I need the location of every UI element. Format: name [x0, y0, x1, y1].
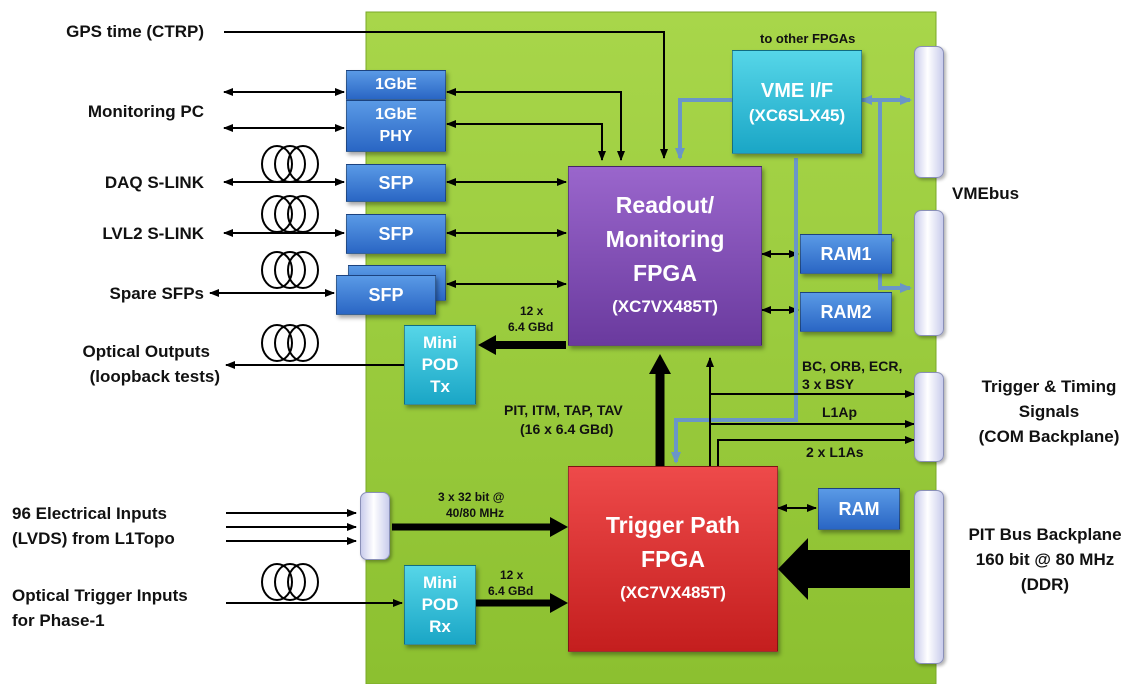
gps-time-arrow	[224, 31, 668, 159]
sfp-lvl2-label: SFP	[378, 223, 414, 244]
minipod-rx-label-3: Rx	[429, 617, 451, 636]
ram-label: RAM	[838, 498, 880, 519]
vme-bus-down	[878, 100, 912, 293]
vmebus-connector-bottom	[914, 210, 944, 336]
minipod-rx-box: Mini POD Rx	[404, 565, 476, 645]
vme-if-box: VME I/F (XC6SLX45)	[732, 50, 862, 154]
elec-rate-label-2: 40/80 MHz	[446, 506, 505, 520]
trigger-label-2: FPGA	[641, 546, 705, 572]
ram2-box: RAM2	[800, 292, 892, 332]
vme-readout-link	[675, 98, 732, 160]
pit-itm-label-1: PIT, ITM, TAP, TAV	[504, 402, 623, 418]
ram1-box: RAM1	[800, 234, 892, 274]
sfp-spare-box: SFP	[336, 275, 436, 315]
vme-if-label-2: (XC6SLX45)	[748, 106, 846, 125]
readout-label-3: FPGA	[633, 260, 697, 286]
l1as-arrow	[717, 436, 915, 466]
minipod-tx-label-3: Tx	[430, 377, 450, 396]
daq-slink-label: DAQ S-LINK	[104, 173, 204, 192]
gbe-phy-box: 1GbE PHY	[346, 100, 446, 152]
trigger-fpga-box: Trigger Path FPGA (XC7VX485T)	[568, 466, 778, 652]
gbe-readout-arrow	[446, 88, 625, 161]
tt-signals-label-3: (COM Backplane)	[978, 427, 1120, 446]
rx-rate-label-2: 6.4 GBd	[488, 584, 534, 598]
sfp-daq-box: SFP	[346, 164, 446, 202]
phy-readout-arrow	[446, 120, 606, 161]
minipod-rx-trigger-arrowhead	[550, 593, 568, 613]
fiber-coil-lvl2	[261, 195, 319, 233]
lvds-connector	[360, 492, 390, 560]
electrical-inputs-label-2: (LVDS) from L1Topo	[12, 529, 175, 548]
pit-itm-label-2: (16 x 6.4 GBd)	[520, 421, 614, 437]
fiber-coil-optical-out	[261, 324, 319, 362]
fiber-coil-spare	[261, 251, 319, 289]
optical-outputs-label-1: Optical Outputs	[82, 342, 211, 361]
pit-bus-connector	[914, 490, 944, 664]
readout-fpga-box: Readout/ Monitoring FPGA (XC7VX485T)	[568, 166, 762, 346]
ram1-label: RAM1	[820, 243, 872, 264]
vmebus-label: VMEbus	[952, 184, 1020, 203]
minipod-rx-label-2: POD	[421, 595, 459, 614]
fiber-coil-optical-in	[261, 563, 319, 601]
pit-bus-label-1: PIT Bus Backplane	[968, 525, 1122, 544]
l1as-label: 2 x L1As	[806, 444, 864, 460]
tx-rate-label-2: 6.4 GBd	[508, 320, 554, 334]
rx-rate-label-1: 12 x	[500, 568, 524, 582]
bc-orb-label-1: BC, ORB, ECR,	[802, 358, 903, 374]
pit-bus-label-3: (DDR)	[1020, 575, 1070, 594]
tt-signals-label-2: Signals	[1018, 402, 1080, 421]
minipod-rx-label-1: Mini	[423, 573, 457, 592]
elec-rate-label-1: 3 x 32 bit @	[438, 490, 505, 504]
electrical-inputs-label-1: 96 Electrical Inputs	[12, 504, 167, 523]
gps-time-label: GPS time (CTRP)	[66, 22, 204, 41]
ram2-label: RAM2	[820, 301, 872, 322]
trigger-label-1: Trigger Path	[605, 512, 741, 538]
vme-trigger-link	[671, 158, 798, 464]
gbe-label: 1GbE	[375, 76, 417, 93]
readout-label-1: Readout/	[615, 192, 715, 218]
spare-sfps-label: Spare SFPs	[109, 284, 205, 303]
optical-trigger-label-2: for Phase-1	[12, 611, 105, 630]
readout-label-4: (XC7VX485T)	[612, 297, 718, 316]
gbe-box: 1GbE	[346, 70, 446, 100]
fiber-coil-daq	[261, 145, 319, 183]
tx-rate-label-1: 12 x	[520, 304, 544, 318]
com-backplane-connector	[914, 372, 944, 462]
gbe-phy-label-1: 1GbE	[375, 106, 417, 123]
optical-trigger-label-1: Optical Trigger Inputs	[12, 586, 188, 605]
trigger-readout-thick-arrowhead	[649, 354, 671, 374]
sfp-spare-label: SFP	[368, 284, 404, 305]
l1ap-label: L1Ap	[822, 404, 857, 420]
optical-outputs-label-2: (loopback tests)	[89, 367, 220, 386]
vme-if-label-1: VME I/F	[760, 80, 834, 102]
gbe-phy-label-2: PHY	[379, 128, 413, 145]
minipod-tx-label-2: POD	[421, 355, 459, 374]
pit-bus-arrow	[778, 538, 910, 600]
sfp-daq-label: SFP	[378, 172, 414, 193]
lvl2-slink-label: LVL2 S-LINK	[102, 224, 204, 243]
monitoring-pc-label: Monitoring PC	[87, 102, 204, 121]
readout-label-2: Monitoring	[605, 226, 725, 252]
vmebus-connector-top	[914, 46, 944, 178]
tt-signals-label-1: Trigger & Timing	[981, 377, 1117, 396]
minipod-tx-box: Mini POD Tx	[404, 325, 476, 405]
pit-bus-label-2: 160 bit @ 80 MHz	[975, 550, 1115, 569]
readout-minipod-tx-arrowhead	[478, 335, 496, 355]
elec-to-trigger-arrowhead	[550, 517, 568, 537]
sfp-lvl2-box: SFP	[346, 214, 446, 254]
trigger-label-3: (XC7VX485T)	[620, 583, 726, 602]
bc-orb-label-2: 3 x BSY	[802, 376, 855, 392]
ram-box: RAM	[818, 488, 900, 530]
minipod-tx-label-1: Mini	[423, 333, 457, 352]
to-other-fpgas-label: to other FPGAs	[760, 31, 856, 46]
